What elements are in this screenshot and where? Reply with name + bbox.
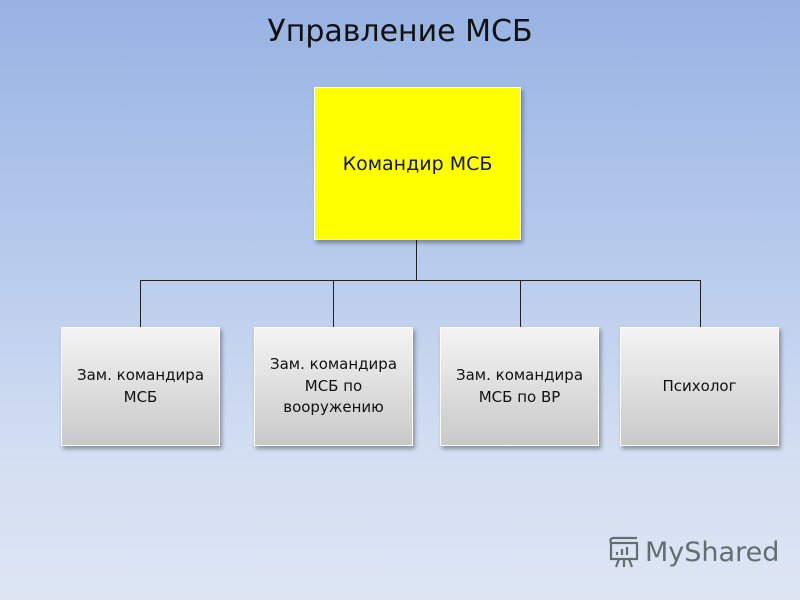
child-label: Зам. командира МСБ по ВР (455, 365, 584, 406)
connector-child-1 (140, 280, 141, 327)
connector-root (416, 240, 417, 280)
child-node-deputy: Зам. командира МСБ (61, 327, 220, 446)
child-node-vr: Зам. командира МСБ по ВР (440, 327, 599, 446)
root-node: Командир МСБ (314, 87, 521, 240)
child-label: Зам. командира МСБ по вооружению (269, 354, 398, 417)
child-label: Зам. командира МСБ (76, 365, 205, 406)
presentation-board-icon (609, 536, 639, 568)
root-label: Командир МСБ (342, 152, 493, 175)
connector-child-4 (700, 280, 701, 327)
connector-child-2 (333, 280, 334, 327)
watermark: MyShared (607, 535, 779, 569)
connector-horizontal (140, 280, 701, 281)
child-node-psychologist: Психолог (620, 327, 779, 446)
slide-title: Управление МСБ (267, 14, 533, 49)
child-label: Психолог (662, 376, 737, 395)
child-node-armament: Зам. командира МСБ по вооружению (254, 327, 413, 446)
connector-child-3 (520, 280, 521, 327)
watermark-text: MyShared (645, 536, 780, 568)
